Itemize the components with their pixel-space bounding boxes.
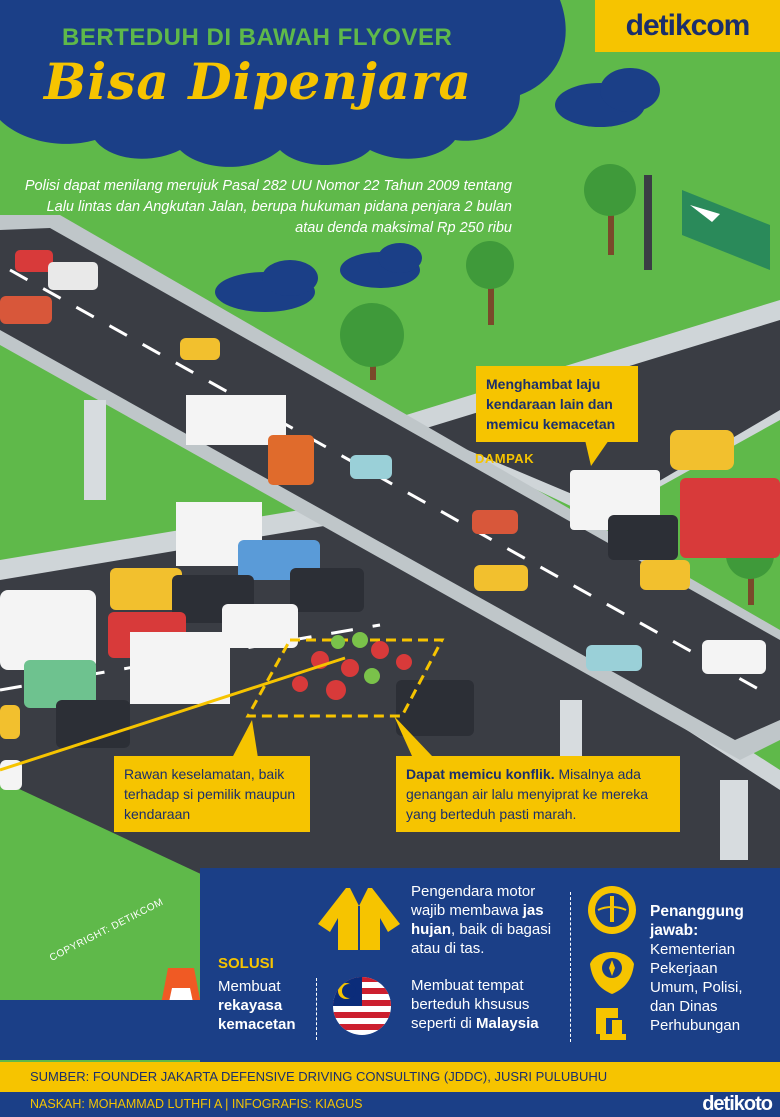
solution-rekayasa: Membuat rekayasa kemacetan [218,977,318,1034]
footer-credit: NASKAH: MOHAMMAD LUTHFI A | INFOGRAFIS: … [0,1092,780,1117]
raincoat-icon [318,888,400,950]
note-konflik: Dapat memicu konflik. Misalnya ada genan… [396,756,680,832]
pu-logo-icon [596,1008,626,1040]
cloud-icon [215,68,660,312]
note-keselamatan: Rawan keselamatan, baik terhadap si pemi… [114,756,310,832]
divider [316,978,317,1040]
malaysia-flag-icon [333,977,391,1035]
solution-tempat-bold: Malaysia [476,1015,539,1032]
solution-panel-left [0,1000,210,1060]
note-pointer [232,720,258,758]
solution-tempat-pre: Membuat tempat berteduh khsusus seperti … [411,977,530,1032]
divider [570,892,571,1042]
intro-text: Polisi dapat menilang merujuk Pasal 282 … [24,178,512,236]
dephub-emblem-icon [588,886,636,934]
note-kemacetan-text: Menghambat laju kendaraan lain dan memic… [486,376,616,432]
solution-rekayasa-pre: Membuat [218,978,281,995]
detikoto-logo[interactable]: detikoto [702,1093,773,1115]
dampak-label: DAMPAK [475,451,535,466]
cloud-banner [0,0,566,167]
police-emblem-icon [590,952,634,994]
penanggung-title: Penanggung jawab: [650,903,744,939]
detikcom-logo[interactable]: detikcom [595,0,780,52]
penanggung-text: Kementerian Pekerjaan Umum, Polisi, dan … [650,941,743,1034]
credit-text: NASKAH: MOHAMMAD LUTHFI A | INFOGRAFIS: … [30,1097,363,1111]
solution-jas-hujan-post: , baik di bagasi atau di tas. [411,921,552,957]
solution-jas-hujan-pre: Pengendara motor wajib membawa [411,883,536,919]
solution-tempat-berteduh: Membuat tempat berteduh khsusus seperti … [411,976,571,1033]
solusi-title: SOLUSI [218,955,274,972]
solution-jas-hujan: Pengendara motor wajib membawa jas hujan… [411,882,571,958]
note-pointer [394,716,432,756]
title-top: BERTEDUH DI BAWAH FLYOVER [62,24,453,51]
note-kemacetan: Menghambat laju kendaraan lain dan memic… [476,366,638,442]
footer-source: SUMBER: FOUNDER JAKARTA DEFENSIVE DRIVIN… [0,1062,780,1092]
direction-sign-icon [644,175,770,270]
note-keselamatan-text: Rawan keselamatan, baik terhadap si pemi… [124,766,296,822]
solution-panel [200,868,780,1060]
note-konflik-bold: Dapat memicu konflik. [406,766,555,782]
note-konflik-text: Misalnya ada genangan air lalu menyiprat… [406,766,649,822]
note-pointer [585,440,609,466]
solution-rekayasa-bold: rekayasa kemacetan [218,997,296,1033]
page-title: Bisa Dipenjara [44,52,472,111]
solution-jas-hujan-bold: jas hujan [411,902,544,938]
source-text: SUMBER: FOUNDER JAKARTA DEFENSIVE DRIVIN… [30,1069,608,1084]
